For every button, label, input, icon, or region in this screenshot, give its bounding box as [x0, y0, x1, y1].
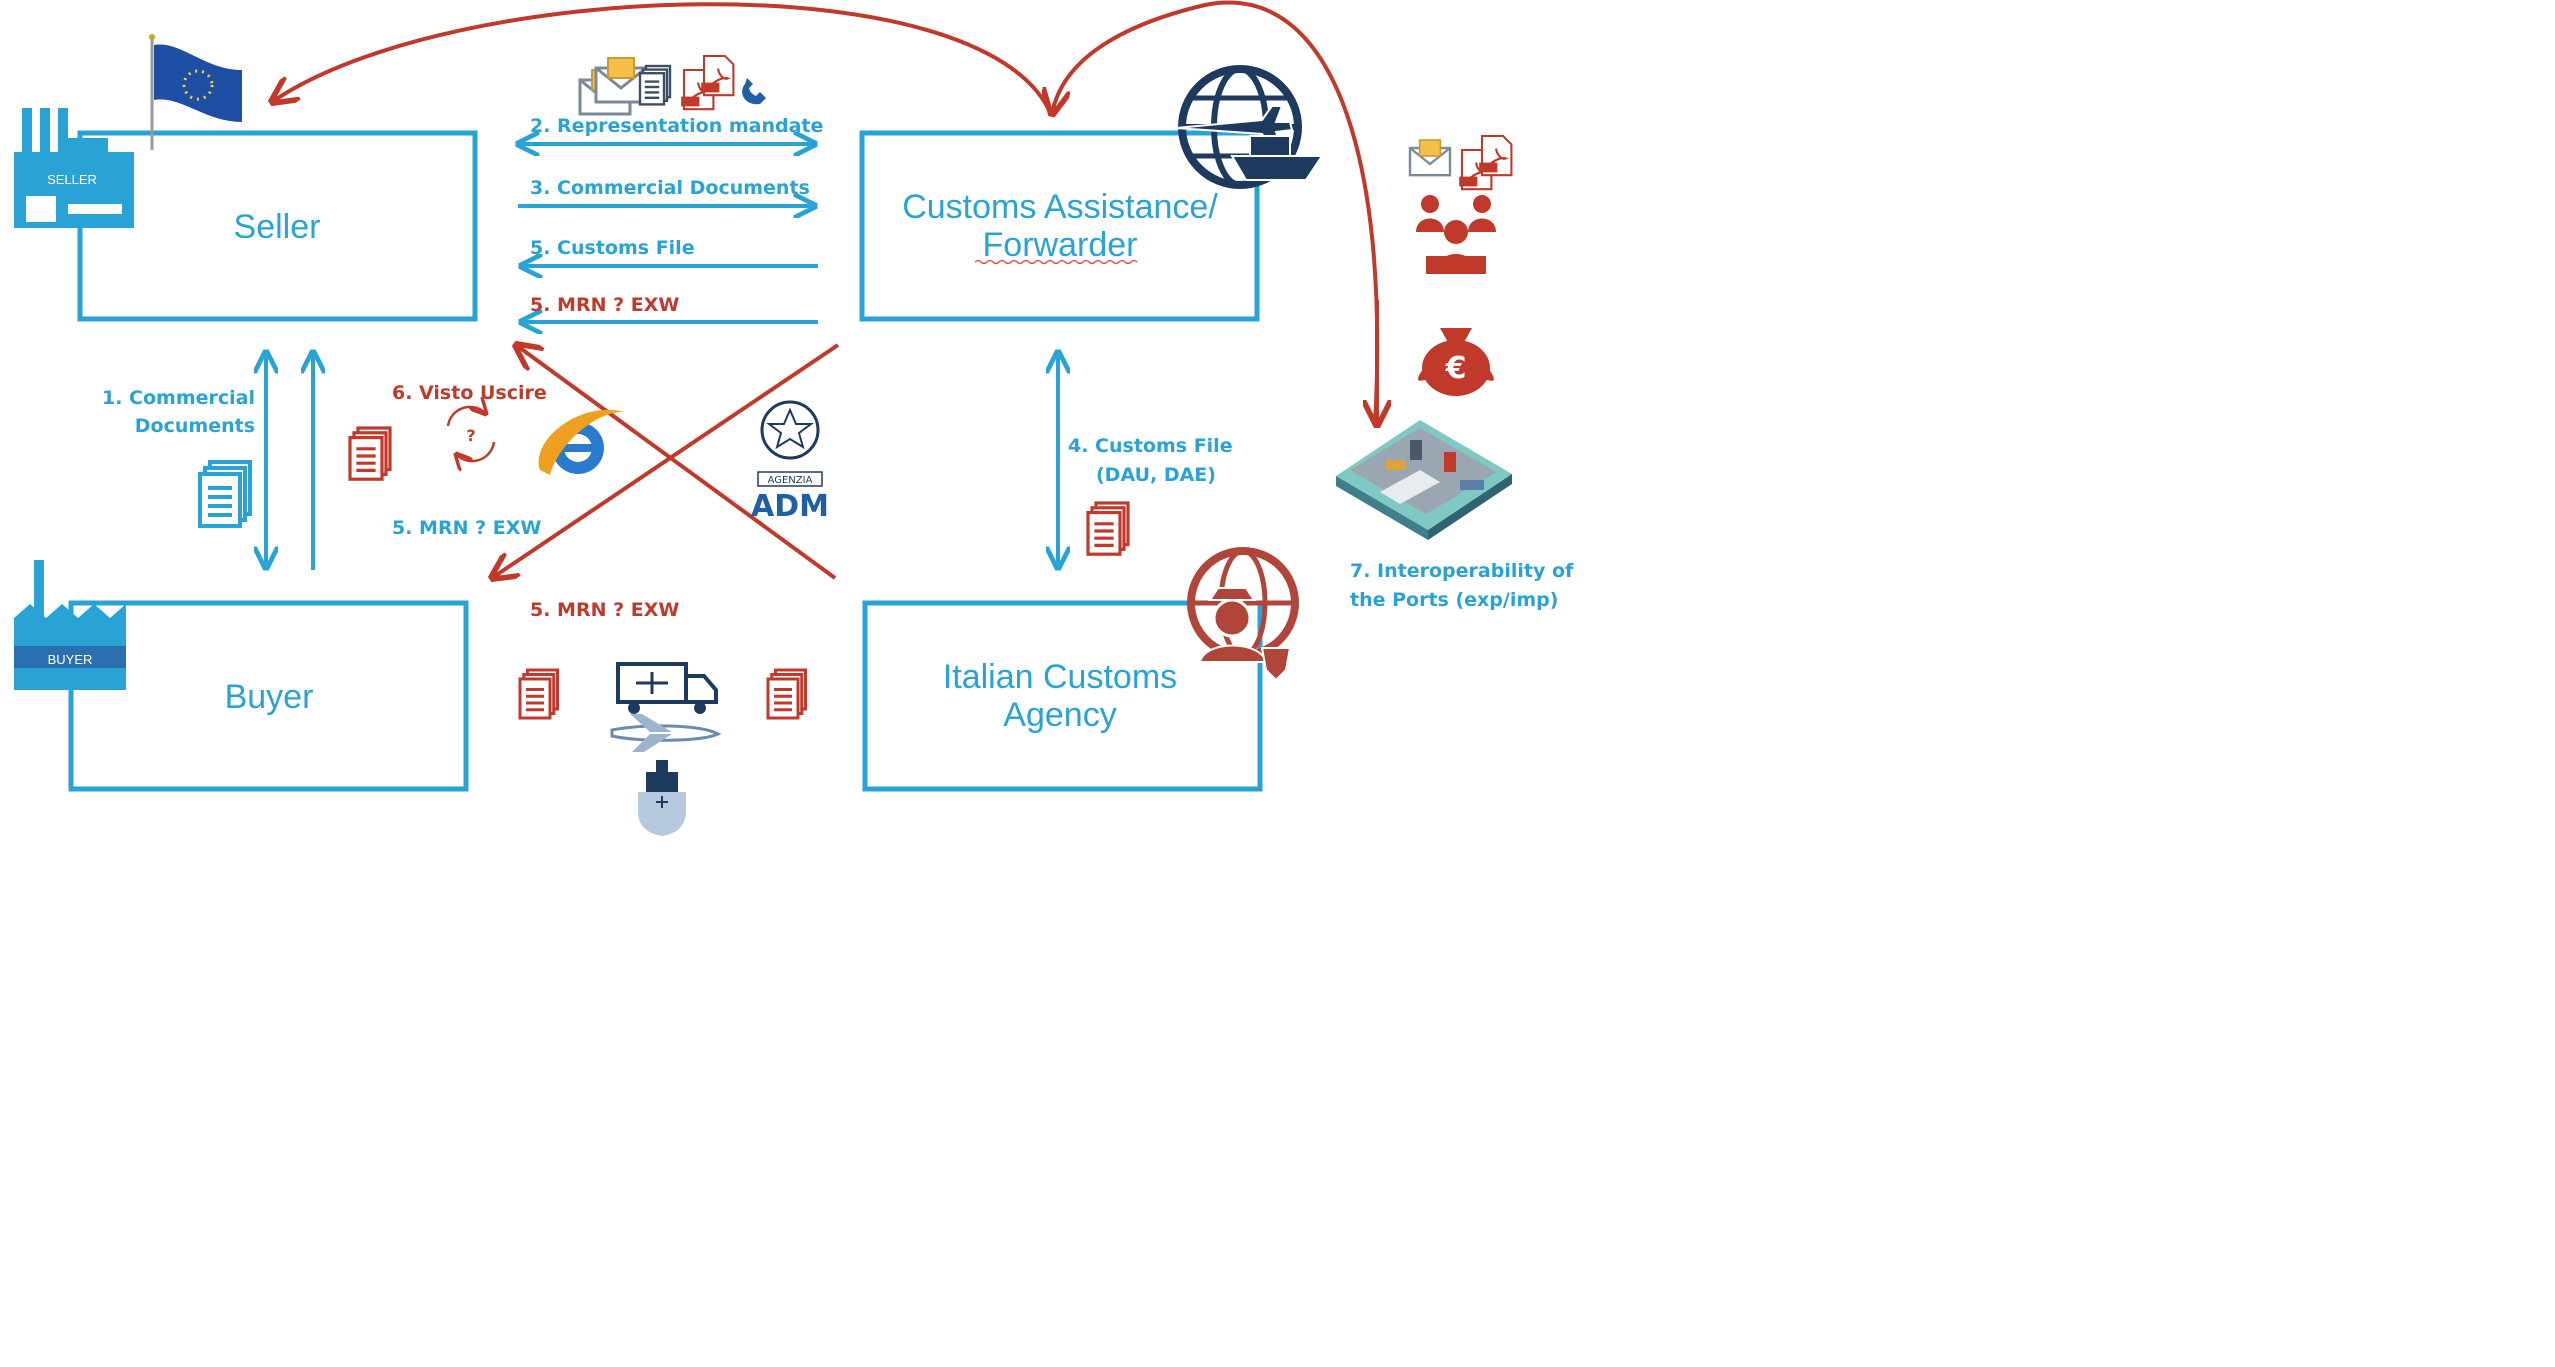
meeting-people-icon — [1416, 195, 1496, 274]
airplane-icon — [610, 714, 722, 752]
ie-browser-icon — [538, 409, 625, 475]
forwarder-title-line2: Forwarder — [983, 226, 1138, 264]
label-representation-mandate: 2. Representation mandate — [530, 115, 823, 137]
label-commercial-left-1: 1. Commercial — [102, 387, 255, 409]
buyer-building-label: BUYER — [48, 652, 93, 667]
label-interoperability-2: the Ports (exp/imp) — [1350, 589, 1558, 611]
seller-building-label: SELLER — [47, 172, 97, 187]
label-mrn-exw-bottom: 5. MRN ? EXW — [530, 599, 679, 621]
label-interoperability-1: 7. Interoperability of — [1350, 560, 1574, 582]
forwarder-title-line1: Customs Assistance/ — [902, 188, 1218, 226]
customs-title-line2: Agency — [1003, 696, 1116, 734]
label-customs-file-dau-1: 4. Customs File — [1068, 435, 1233, 457]
arrow-port-to-forwarder-curve — [1052, 0, 1380, 426]
arrow-forwarder-to-buyer-cross — [492, 343, 840, 578]
label-customs-file-5: 5. Customs File — [530, 237, 695, 259]
svg-text:€: € — [1445, 351, 1467, 386]
document-icon-red-3 — [518, 668, 559, 720]
truck-icon — [616, 662, 718, 714]
label-mrn-exw-left: 5. MRN ? EXW — [392, 517, 541, 539]
svg-text:?: ? — [466, 426, 475, 445]
document-icon — [638, 64, 672, 106]
refresh-question-icon: ? — [446, 407, 496, 461]
seller-factory-icon: SELLER — [14, 108, 134, 228]
label-customs-file-dau-2: (DAU, DAE) — [1096, 464, 1216, 486]
pdf-icon-right-2 — [1478, 134, 1513, 177]
document-icon-red-1 — [348, 426, 392, 481]
email-icon-right — [1408, 138, 1452, 177]
buyer-factory-icon: BUYER — [14, 560, 126, 690]
seller-title: Seller — [234, 208, 321, 246]
customs-agency-box — [862, 600, 1263, 792]
document-icon-red-2 — [1086, 501, 1130, 556]
plane-globe-ship-icon — [1175, 65, 1324, 189]
pdf-icon-2 — [700, 54, 735, 97]
document-icon-red-4 — [766, 668, 807, 720]
port-icon — [1336, 420, 1512, 540]
phone-icon — [742, 78, 766, 105]
buyer-box — [68, 600, 469, 792]
buyer-title: Buyer — [225, 678, 314, 716]
adm-emblem-icon: AGENZIA ADM — [751, 400, 829, 524]
adm-big-label: ADM — [751, 489, 829, 524]
eu-flag-icon — [149, 34, 242, 150]
arrow-forwarder-to-seller-curve — [272, 2, 1052, 113]
email-icon-2 — [594, 56, 648, 104]
customs-officer-globe-icon — [1187, 547, 1299, 682]
adm-small-label: AGENZIA — [768, 475, 813, 486]
customs-title-line1: Italian Customs — [943, 658, 1177, 696]
label-commercial-documents-top: 3. Commercial Documents — [530, 177, 810, 199]
label-mrn-exw-right: 5. MRN ? EXW — [530, 294, 679, 316]
arrow-customs-to-seller-cross — [516, 345, 837, 580]
label-visto-uscire: 6. Visto Uscire — [392, 382, 547, 404]
forwarder-box — [859, 130, 1260, 322]
label-commercial-left-2: Documents — [135, 415, 255, 437]
document-icon-blue — [198, 460, 252, 528]
ship-icon — [638, 760, 686, 836]
spellcheck-underline — [974, 259, 1138, 265]
money-bag-euro-icon: € — [1418, 328, 1494, 396]
